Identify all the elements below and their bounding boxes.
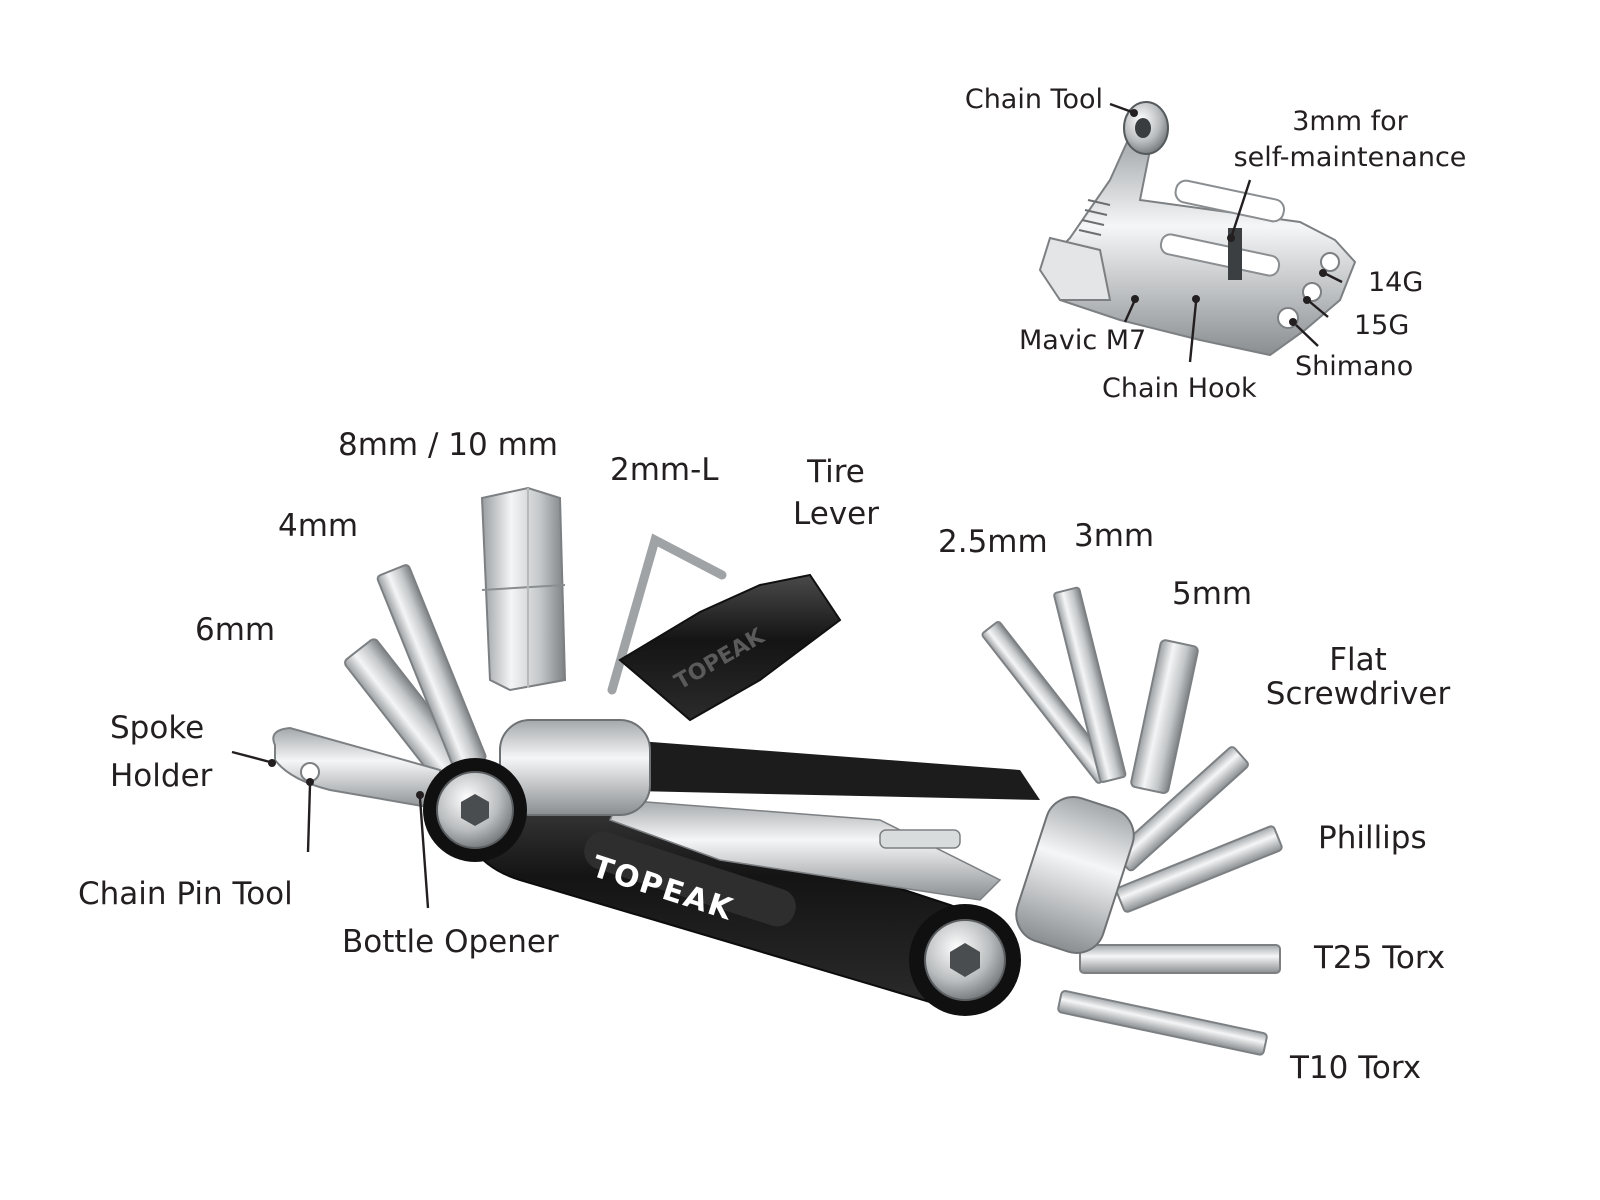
hex-key-5mm <box>1130 639 1199 795</box>
label-2mm-l: 2mm-L <box>610 452 719 488</box>
leader-chain-pin-tool <box>306 784 312 853</box>
label-chain-pin-tool: Chain Pin Tool <box>78 876 293 912</box>
dot-15g <box>1303 296 1311 304</box>
label-3mm-line2: self-maintenance <box>1234 142 1467 173</box>
label-mavic: Mavic M7 <box>1019 325 1146 356</box>
dot-shimano <box>1289 318 1297 326</box>
hex-key-2mm-l <box>607 533 727 695</box>
label-4mm: 4mm <box>278 508 358 544</box>
left-pivot-bolt <box>423 758 527 862</box>
dot-spoke-holder <box>268 759 276 767</box>
chain-tool-knob-center <box>1135 118 1151 138</box>
leader-shimano <box>1295 324 1319 347</box>
label-chain-hook: Chain Hook <box>1102 373 1257 404</box>
hex-socket-8-10mm <box>480 486 567 692</box>
tire-lever: TOPEAK <box>618 573 842 722</box>
label-2-5mm: 2.5mm <box>938 524 1048 560</box>
leader-14g <box>1325 272 1343 284</box>
leader-chain-hook <box>1188 301 1198 363</box>
dot-chain-hook <box>1192 295 1200 303</box>
label-6mm: 6mm <box>195 612 275 648</box>
dot-chain-tool <box>1130 109 1138 117</box>
dot-chain-pin-tool <box>306 778 314 786</box>
dot-3mm <box>1227 234 1235 242</box>
phillips-bit <box>1115 825 1283 913</box>
label-phillips: Phillips <box>1318 820 1427 856</box>
label-tire-lever-line2: Lever <box>793 496 879 532</box>
spoke-wrench-notches <box>1277 252 1340 329</box>
label-3mm: 3mm <box>1074 518 1154 554</box>
labels: Chain Tool 3mm for self-maintenance 14G … <box>78 84 1466 1086</box>
label-chain-tool: Chain Tool <box>965 84 1103 115</box>
chain-tool-slot-lower <box>1159 233 1281 277</box>
multitool-illustration: TOPEAK TOPEAK <box>272 486 1283 1056</box>
chain-tool-slot-upper <box>1174 179 1286 223</box>
dot-14g <box>1319 269 1327 277</box>
right-pivot-bolt <box>909 904 1021 1016</box>
dot-bottle-opener <box>416 791 424 799</box>
dot-mavic <box>1131 295 1139 303</box>
leader-chain-tool <box>1109 102 1133 114</box>
label-14g: 14G <box>1368 267 1423 298</box>
label-t25-torx: T25 Torx <box>1313 940 1445 976</box>
label-8mm-10mm: 8mm / 10 mm <box>338 427 558 463</box>
label-15g: 15G <box>1354 310 1409 341</box>
inner-chain-tool <box>608 799 1002 901</box>
spoke-holder-blade <box>272 726 447 812</box>
label-spoke-holder-line1: Spoke <box>110 710 204 746</box>
leader-mavic <box>1123 301 1136 323</box>
chain-tool-hook <box>1038 236 1112 301</box>
label-bottle-opener: Bottle Opener <box>342 924 559 960</box>
right-pivot-barrel <box>1015 796 1135 954</box>
leader-3mm <box>1230 179 1252 236</box>
leader-spoke-holder <box>231 750 271 764</box>
label-flat-line2: Screwdriver <box>1266 676 1451 712</box>
label-spoke-holder-line2: Holder <box>110 758 213 794</box>
chain-tool-thread <box>1078 199 1111 236</box>
label-t10-torx: T10 Torx <box>1289 1050 1421 1086</box>
leader-bottle-opener <box>418 797 430 909</box>
leader-15g <box>1309 301 1329 318</box>
hex-key-3mm <box>1053 586 1127 783</box>
label-shimano: Shimano <box>1295 351 1413 382</box>
label-flat-line1: Flat <box>1329 642 1387 678</box>
leader-lines <box>231 102 1343 909</box>
label-3mm-line1: 3mm for <box>1292 106 1408 137</box>
label-tire-lever-line1: Tire <box>806 454 865 490</box>
chain-tool-illustration <box>1038 101 1357 357</box>
label-5mm: 5mm <box>1172 576 1252 612</box>
t10-torx-bit <box>1057 989 1268 1056</box>
t25-torx-bit <box>1079 944 1281 974</box>
